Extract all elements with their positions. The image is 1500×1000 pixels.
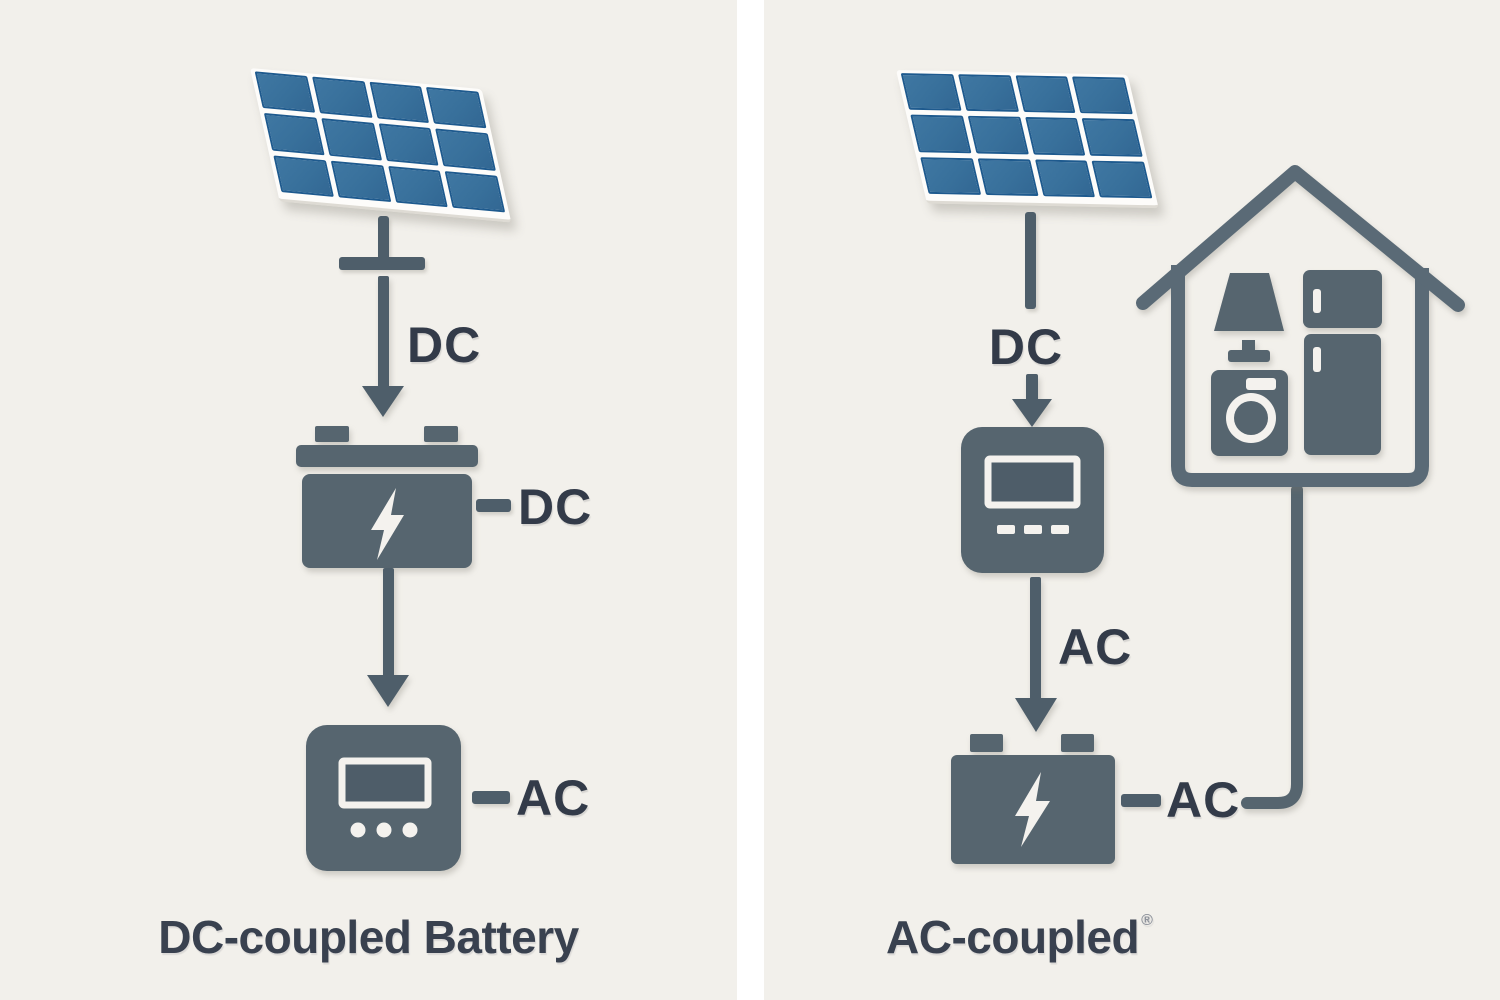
solar-cell <box>1072 76 1133 115</box>
dc-arrow-down-icon <box>362 276 404 417</box>
solar-cell <box>1081 118 1143 157</box>
house-appliances-icon <box>1136 165 1465 487</box>
solar-cell <box>426 86 487 129</box>
house-roof <box>1136 165 1465 312</box>
solar-cell <box>444 170 506 213</box>
lamp-icon <box>1214 273 1284 362</box>
fridge-icon <box>1303 270 1382 455</box>
lightning-bolt-icon <box>1015 772 1050 847</box>
dc-arrow-down-icon <box>367 568 409 707</box>
right-panel-caption: AC-coupled® <box>886 911 1153 963</box>
solar-cell <box>1014 75 1076 114</box>
solar-cell <box>910 114 972 153</box>
ac-tick-dash <box>1121 794 1161 807</box>
dc-wire-stub <box>378 216 389 260</box>
solar-cell <box>977 158 1039 197</box>
ac-arrow-down-icon <box>1015 577 1057 732</box>
solar-cell <box>263 113 325 155</box>
solar-cell <box>311 76 373 119</box>
ac-tick-dash <box>472 791 510 804</box>
battery-icon <box>951 734 1115 864</box>
solar-cell <box>321 118 382 161</box>
dc-tick-dash <box>476 499 511 512</box>
ac-label-inverter-to-battery: AC <box>1058 619 1133 675</box>
solar-cell <box>273 155 334 197</box>
solar-cell <box>1024 117 1086 156</box>
washing-machine-icon <box>1211 370 1288 456</box>
battery-icon <box>296 426 478 568</box>
inverter-icon <box>961 427 1104 573</box>
ac-label-battery: AC <box>1166 772 1241 828</box>
solar-cell <box>387 165 449 208</box>
right-caption-text: AC-coupled <box>886 911 1140 963</box>
panel-divider <box>737 0 764 1000</box>
lightning-bolt-icon <box>371 488 404 560</box>
solar-panel-icon <box>896 70 1159 209</box>
solar-cell-grid <box>254 71 506 213</box>
solar-cell <box>368 81 430 124</box>
dc-arrow-down-icon <box>1012 374 1052 427</box>
registered-mark: ® <box>1141 912 1153 929</box>
solar-cell-grid <box>900 73 1153 199</box>
solar-cell <box>900 73 962 112</box>
solar-cell <box>378 123 439 166</box>
solar-cell <box>920 156 981 195</box>
solar-panel-icon <box>250 68 512 223</box>
solar-cell <box>1034 159 1096 198</box>
solar-cell <box>254 71 316 114</box>
junction-crossbar <box>339 257 425 270</box>
dc-wire <box>1025 212 1036 309</box>
solar-cell <box>957 74 1019 113</box>
inverter-icon <box>306 725 461 871</box>
left-panel-caption: DC-coupled Battery <box>158 911 579 963</box>
house-to-battery-wire <box>1241 484 1303 809</box>
dc-label-panel-to-inverter: DC <box>988 319 1064 375</box>
solar-cell <box>330 160 391 203</box>
dc-label-panel-to-battery: DC <box>407 317 482 373</box>
house-walls <box>1171 265 1429 487</box>
ac-label-inverter: AC <box>516 770 591 826</box>
dc-label-battery: DC <box>518 479 593 535</box>
solar-cell <box>435 128 496 171</box>
solar-cell <box>967 116 1029 155</box>
